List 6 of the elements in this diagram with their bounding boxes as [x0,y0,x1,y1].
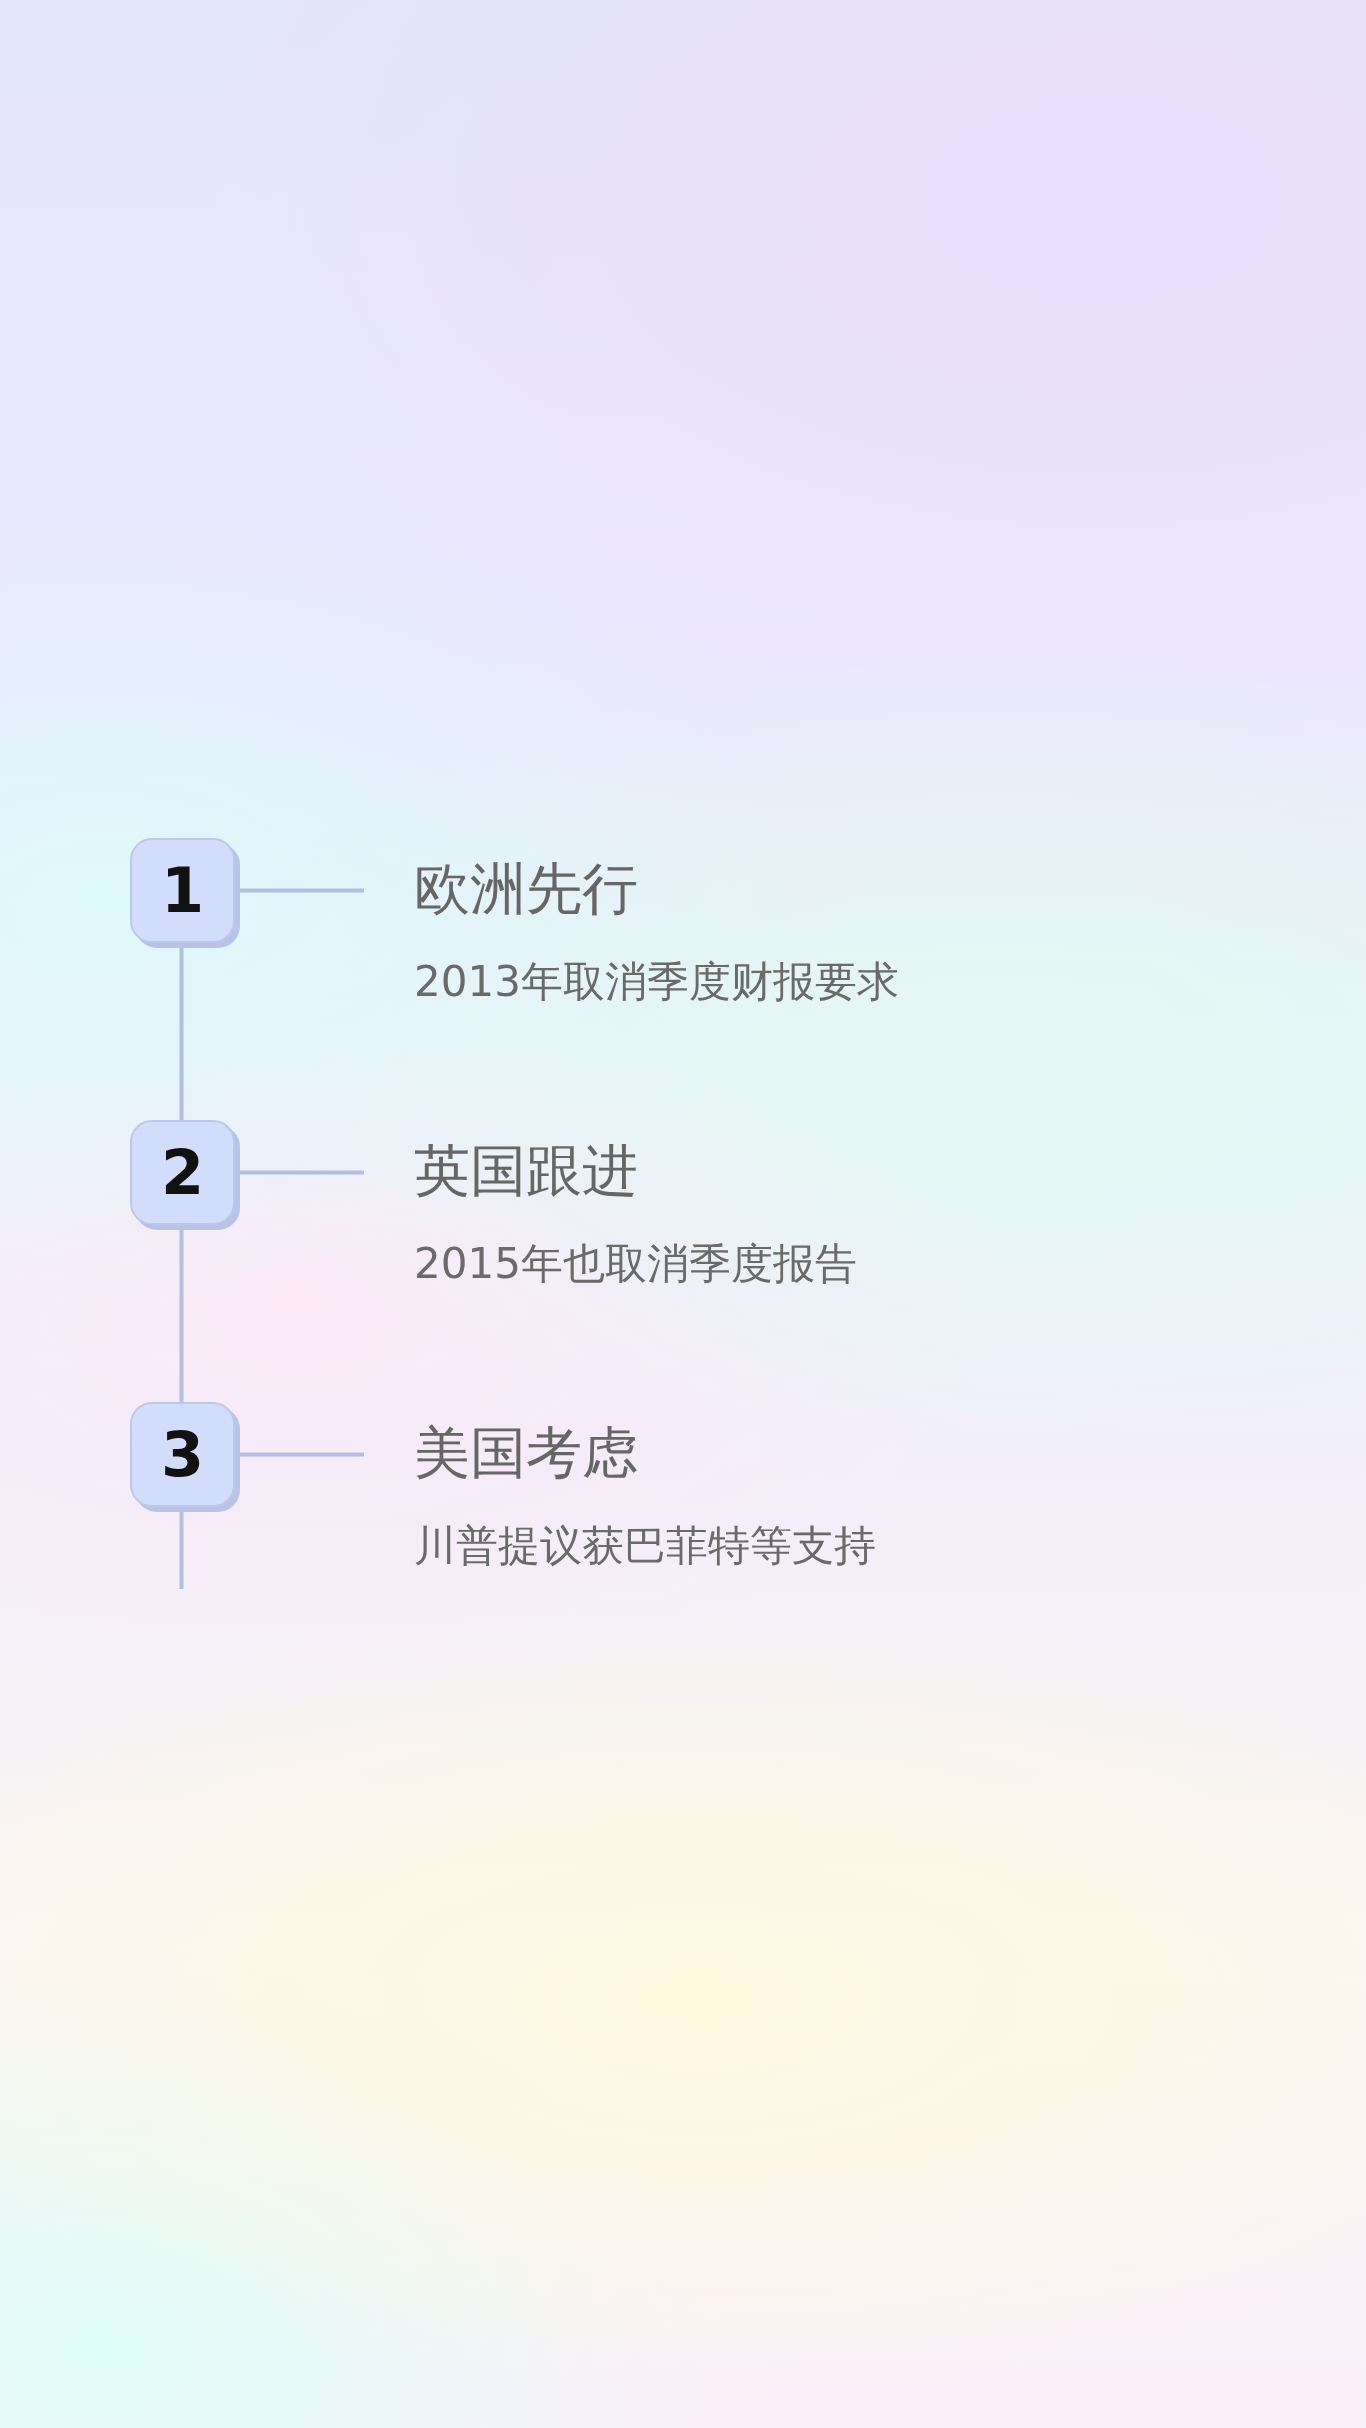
heading-text: 英国跟进 [414,1137,639,1205]
description-text: 2015年也取消季度报告 [414,1238,857,1290]
description-text: 2013年取消季度财报要求 [414,956,899,1008]
heading-text: 美国考虑 [414,1419,639,1487]
heading-text: 欧洲先行 [414,855,639,923]
description-text: 川普提议获巴菲特等支持 [414,1520,876,1572]
